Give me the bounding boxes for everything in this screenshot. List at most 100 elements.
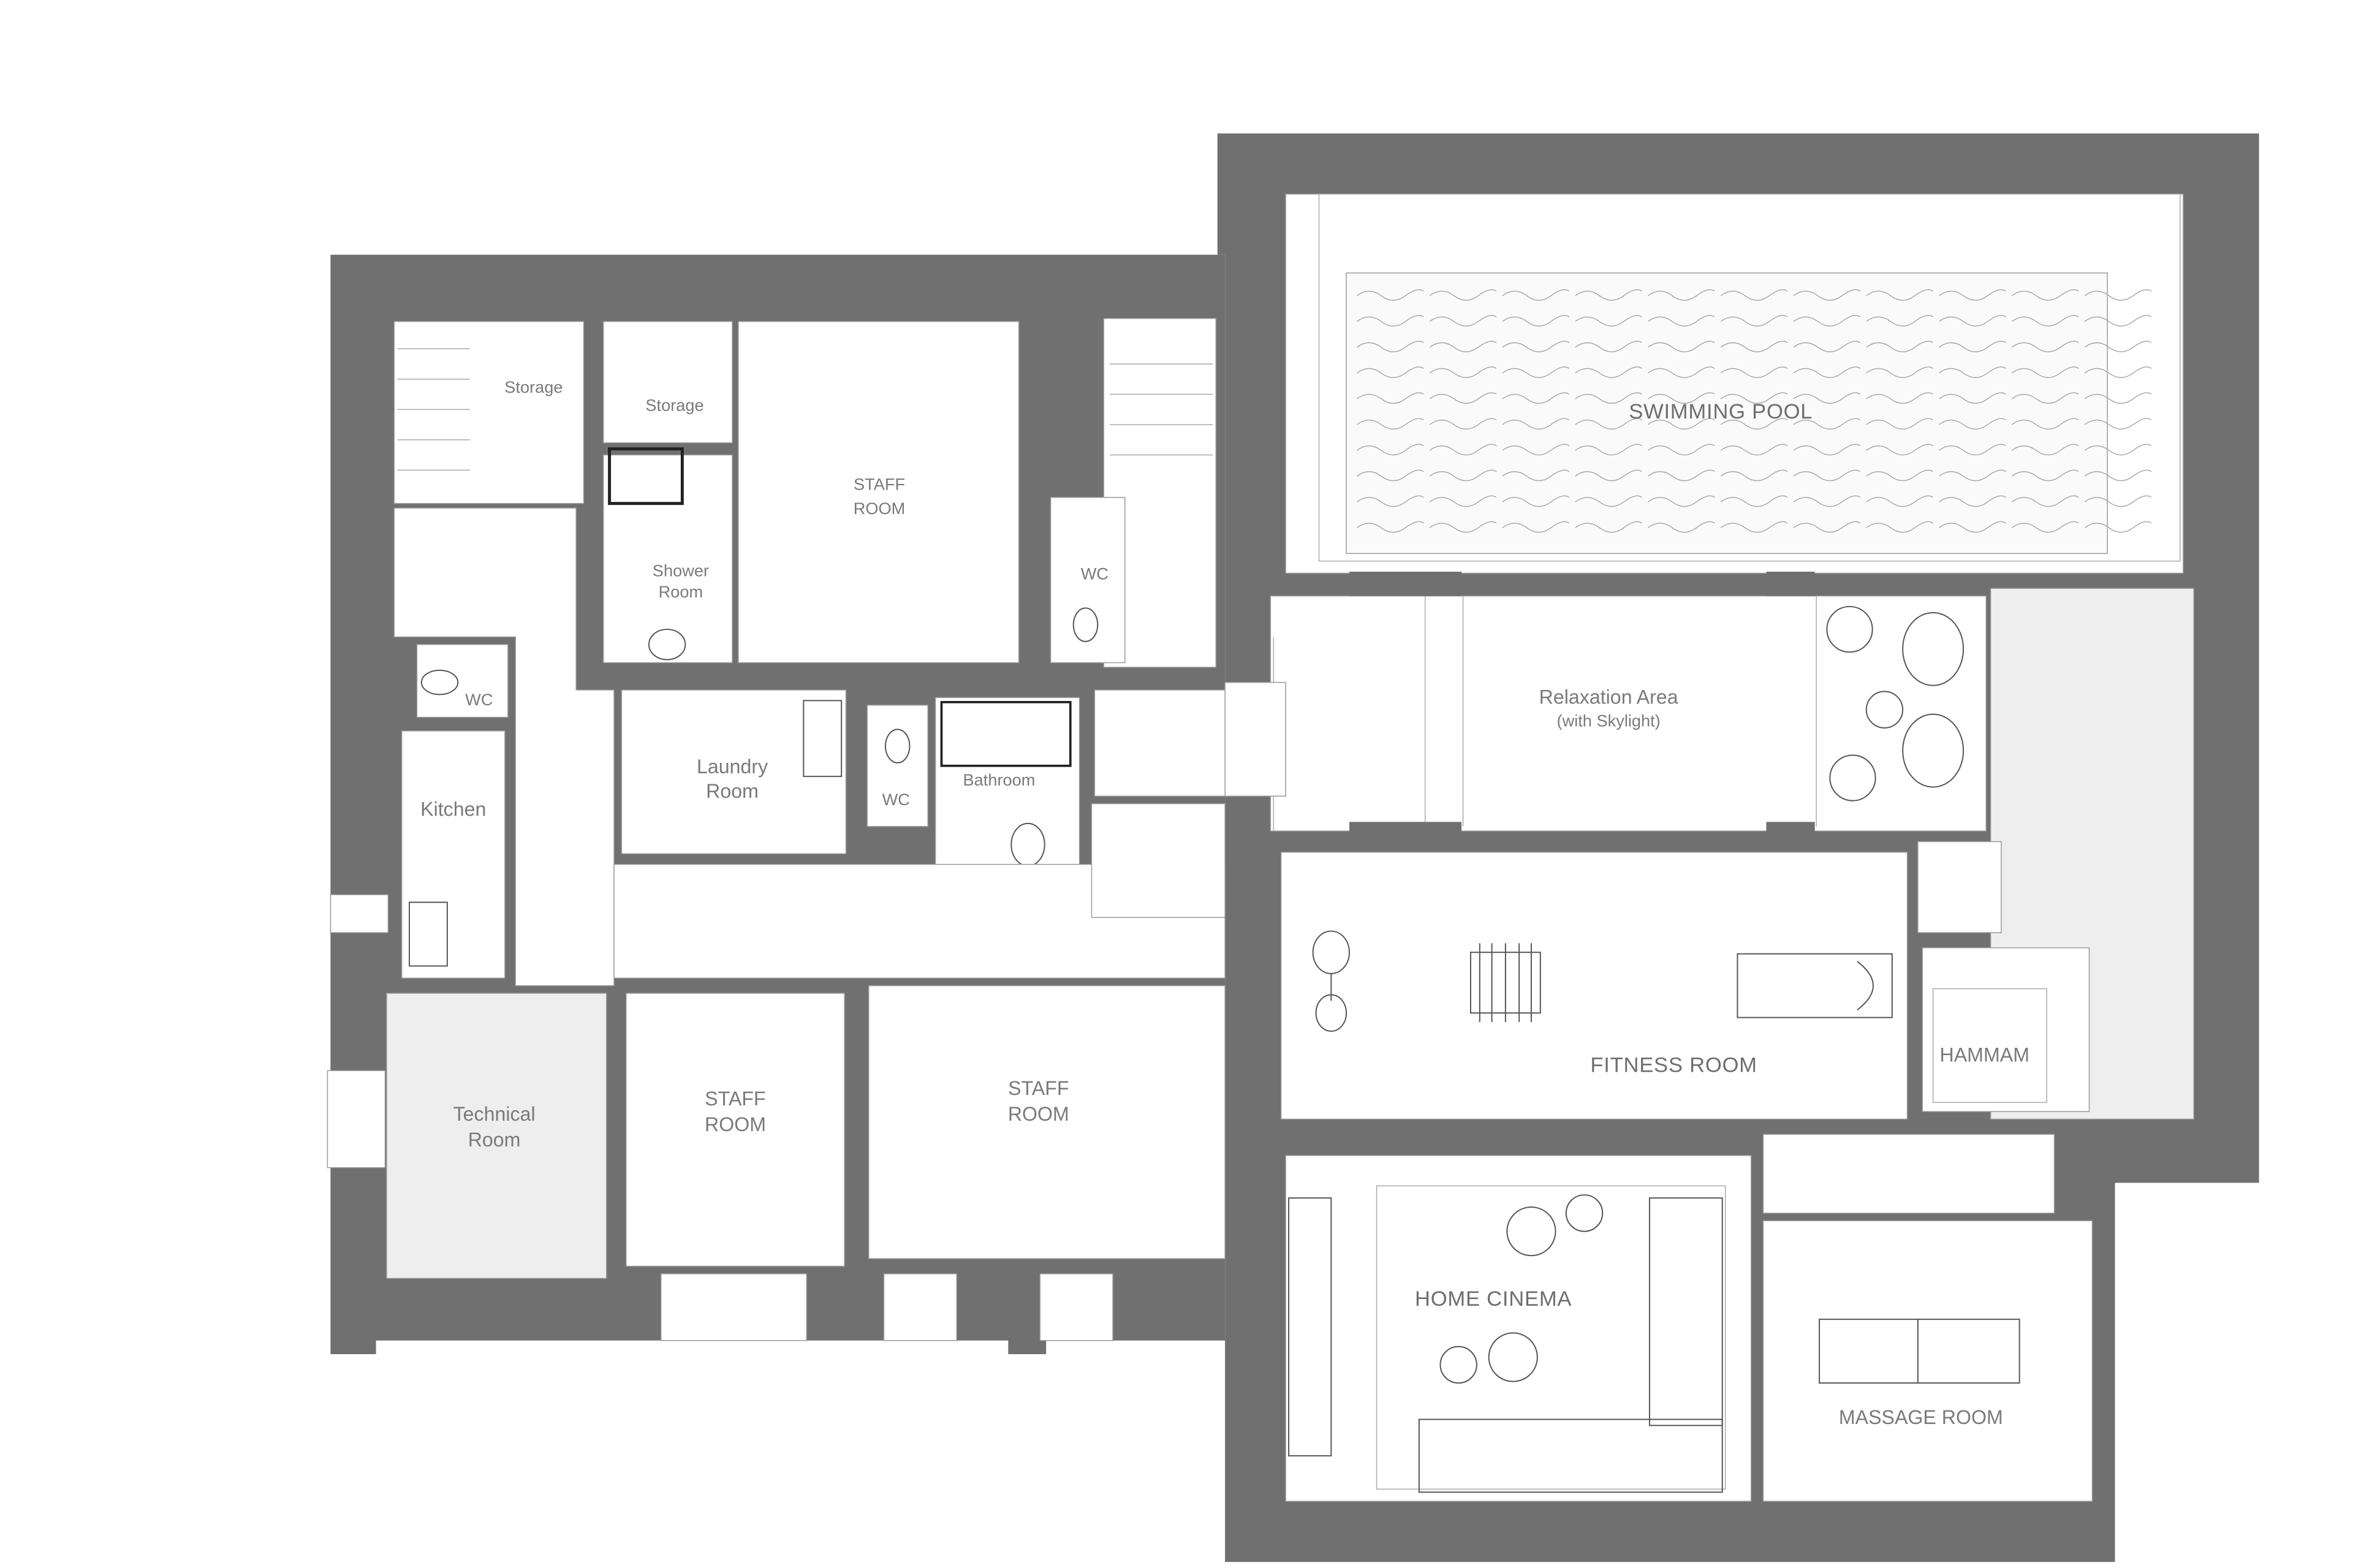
label-shower-room-2: Room: [659, 582, 703, 601]
window-bay: [327, 1070, 386, 1168]
water-wave: [1939, 521, 2006, 533]
plant-icon: [1439, 1346, 1477, 1384]
window-bay: [661, 1273, 808, 1341]
water-wave: [1866, 444, 1934, 456]
water-wave: [1502, 315, 1570, 327]
water-wave: [1575, 289, 1643, 301]
water-wave: [2084, 418, 2152, 430]
water-wave: [1575, 521, 1643, 533]
utility-nook: [1091, 803, 1226, 918]
label-hammam: HAMMAM: [1940, 1043, 2029, 1066]
label-laundry-room-1: Laundry: [697, 756, 768, 778]
water-wave: [1648, 521, 1715, 533]
water-wave: [2084, 495, 2152, 507]
hammam-vestibule: [1917, 841, 2002, 933]
water-wave: [1793, 521, 1861, 533]
label-storage-2: Storage: [645, 396, 703, 415]
water-wave: [1793, 418, 1861, 430]
water-wave: [1502, 366, 1570, 378]
water-wave: [1648, 366, 1715, 378]
water-wave: [1575, 444, 1643, 456]
water-wave: [1720, 366, 1788, 378]
water-wave: [2011, 366, 2079, 378]
water-wave: [1648, 315, 1715, 327]
plant-icon: [1506, 1206, 1556, 1257]
water-wave: [1356, 289, 1424, 301]
staff-room-right: [868, 985, 1226, 1259]
home-cinema: [1285, 1155, 1752, 1502]
label-staff-room-mid-1: STAFF: [705, 1088, 765, 1110]
wc-top: [1050, 497, 1126, 664]
water-wave: [1939, 341, 2006, 352]
water-wave: [1939, 495, 2006, 507]
water-wave: [1720, 444, 1788, 456]
storage-room-2: [603, 320, 733, 444]
water-wave: [1429, 341, 1497, 352]
water-wave: [1720, 315, 1788, 327]
water-wave: [2084, 366, 2152, 378]
wc-mid: [866, 705, 928, 827]
water-wave: [2011, 315, 2079, 327]
label-wc-mid: WC: [882, 790, 910, 809]
window-bay: [883, 1273, 957, 1341]
label-wc-top: WC: [1081, 564, 1108, 583]
water-wave: [2084, 444, 2152, 456]
water-wave: [1939, 315, 2006, 327]
label-kitchen: Kitchen: [420, 798, 486, 820]
water-wave: [1356, 495, 1424, 507]
label-laundry-room-2: Room: [706, 780, 759, 802]
water-wave: [2011, 444, 2079, 456]
stair-storage-area: [393, 320, 585, 504]
water-wave: [1356, 392, 1424, 404]
water-wave: [2084, 289, 2152, 301]
water-wave: [1356, 444, 1424, 456]
water-wave: [1866, 418, 1934, 430]
water-wave: [1502, 392, 1570, 404]
window-bay: [1039, 1273, 1113, 1341]
water-wave: [1866, 341, 1934, 352]
water-wave: [1502, 521, 1570, 533]
toilet-icon: [420, 669, 459, 695]
massage-vestibule: [1762, 1134, 2055, 1214]
water-wave: [1720, 469, 1788, 482]
staff-room-top: [738, 320, 1020, 664]
water-wave: [1866, 469, 1934, 482]
water-wave: [1866, 392, 1934, 404]
water-wave: [1429, 392, 1497, 404]
water-wave: [1502, 418, 1570, 430]
water-wave: [1356, 341, 1424, 352]
massage-room: [1762, 1220, 2093, 1502]
water-wave: [2084, 469, 2152, 482]
water-wave: [1575, 392, 1643, 404]
water-wave: [1793, 495, 1861, 507]
water-wave: [1939, 289, 2006, 301]
wc-left: [416, 644, 509, 718]
water-wave: [1648, 392, 1715, 404]
laundry-room: [621, 689, 847, 855]
technical-room: [386, 993, 607, 1279]
sink-icon: [648, 629, 686, 661]
label-staff-room-top-2: ROOM: [854, 499, 906, 518]
water-wave: [1939, 366, 2006, 378]
water-wave: [1720, 521, 1788, 533]
entry-stairs: [1094, 689, 1226, 797]
water-wave: [2084, 315, 2152, 327]
water-wave: [2011, 521, 2079, 533]
sofa-icon: [1418, 1418, 1723, 1493]
shower-room: [603, 454, 733, 664]
water-wave: [1648, 289, 1715, 301]
water-wave: [1939, 444, 2006, 456]
label-home-cinema: HOME CINEMA: [1415, 1287, 1572, 1311]
water-wave: [1939, 392, 2006, 404]
water-wave: [2011, 392, 2079, 404]
water-wave: [1866, 366, 1934, 378]
water-wave: [2011, 418, 2079, 430]
bathtub-icon: [940, 701, 1072, 767]
water-wave: [1793, 469, 1861, 482]
hammam: [1922, 947, 2090, 1112]
water-wave: [1866, 495, 1934, 507]
water-wave: [1866, 315, 1934, 327]
label-relaxation-area: Relaxation Area: [1539, 686, 1678, 708]
label-swimming-pool: SWIMMING POOL: [1629, 400, 1813, 423]
